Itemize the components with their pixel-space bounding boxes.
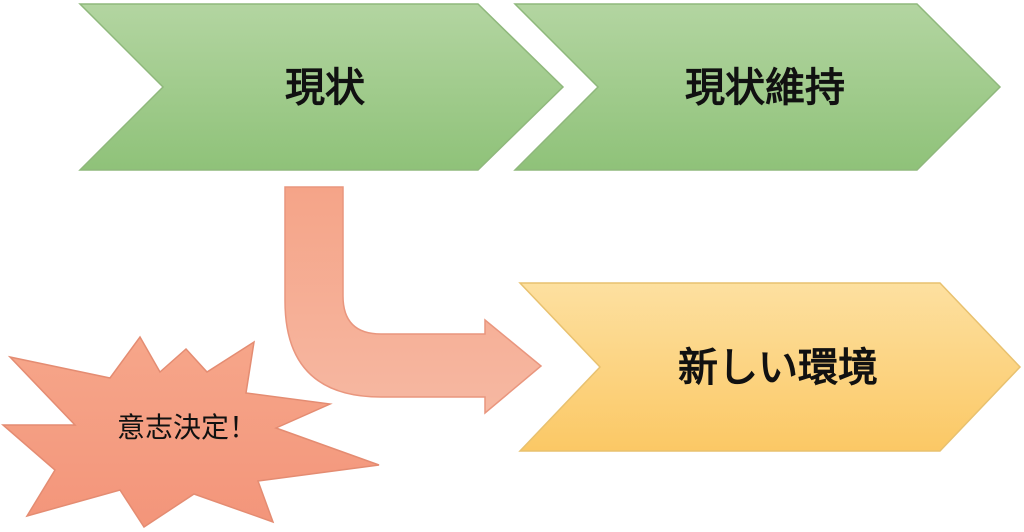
- chevron-maintain-label: 現状維持: [685, 65, 845, 111]
- decision-burst: 意志決定！: [0, 335, 380, 529]
- chevron-new-environment: 新しい環境: [518, 282, 1022, 452]
- chevron-maintain: 現状維持: [513, 3, 1002, 171]
- bent-arrow: [284, 186, 543, 415]
- chevron-current-label: 現状: [285, 65, 366, 111]
- decision-label: 意志決定！: [117, 411, 257, 444]
- chevron-new-environment-label: 新しい環境: [678, 345, 878, 391]
- chevron-current: 現状: [78, 3, 565, 171]
